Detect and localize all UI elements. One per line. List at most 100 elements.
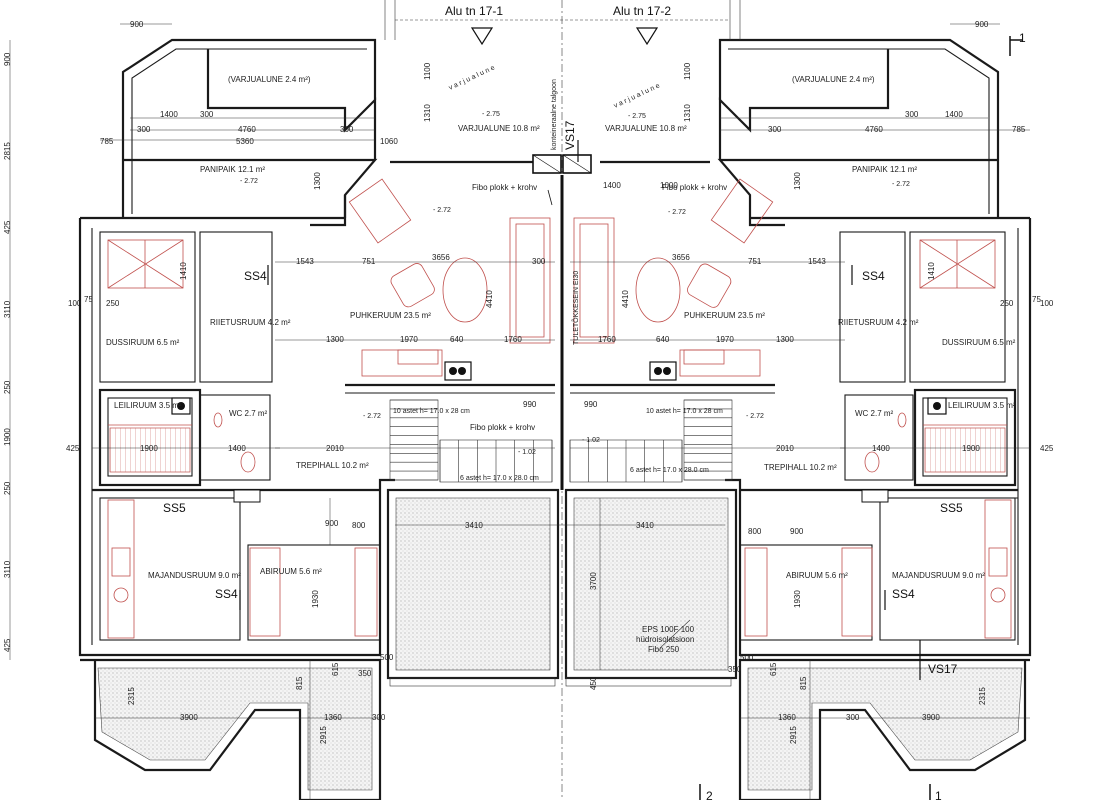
dim-left-side: 900 — [3, 52, 12, 66]
dim-label: 300 — [768, 125, 782, 134]
dim-label: 1300 — [313, 172, 322, 190]
dim-label: 900 — [975, 20, 989, 29]
dim-label: 3656 — [432, 253, 450, 262]
dim-label: 785 — [100, 137, 114, 146]
tag-ss4: SS4 — [215, 587, 238, 601]
room-riietusruum-left: RIIETUSRUUM 4.2 m² — [210, 318, 291, 327]
dim-label: 1970 — [716, 335, 734, 344]
dim-label: 1000 — [660, 181, 678, 190]
dim-label: 640 — [450, 335, 464, 344]
dim-left-side: 3110 — [3, 560, 12, 578]
note-fibo-2: Fibo plokk + krohv — [662, 183, 727, 192]
dim-label: 1760 — [598, 335, 616, 344]
note-varjualune-left: v a r j u a l u n e — [448, 64, 496, 91]
dim-label: 500 — [380, 653, 394, 662]
room-puhkeruum-left: PUHKERUUM 23.5 m² — [350, 311, 431, 320]
dim-label: 3656 — [672, 253, 690, 262]
dim-label: 1100 — [423, 62, 432, 80]
dim-label: 1310 — [423, 104, 432, 122]
dim-label: 350 — [728, 665, 742, 674]
dim-label: 900 — [325, 519, 339, 528]
tag-ss5: SS5 — [163, 501, 186, 515]
dim-label: 800 — [748, 527, 762, 536]
rooms-right: (VARJUALUNE 2.4 m²) VARJUALUNE 10.8 m² P… — [605, 75, 1016, 580]
dimension-lines — [9, 0, 1030, 800]
dim-label: 250 — [1000, 299, 1014, 308]
dim-label: 3900 — [922, 713, 940, 722]
dim-label: 300 — [846, 713, 860, 722]
dim-label: 1410 — [927, 262, 936, 280]
dim-label: 1970 — [400, 335, 418, 344]
rooms-left: (VARJUALUNE 2.4 m²) VARJUALUNE 10.8 m² P… — [106, 75, 540, 580]
room-varjualune-small-right: (VARJUALUNE 2.4 m²) — [792, 75, 875, 84]
room-wc-right: WC 2.7 m² — [855, 409, 894, 418]
dim-label: 640 — [656, 335, 670, 344]
dim-label: 1900 — [140, 444, 158, 453]
note-eps: EPS 100F 100 — [642, 625, 695, 634]
dim-label: 1400 — [872, 444, 890, 453]
dim-label: 2315 — [127, 687, 136, 705]
dim-left-side: 425 — [3, 638, 12, 652]
tag-ss5: SS5 — [940, 501, 963, 515]
vs17-top-label: VS17 — [563, 120, 577, 150]
unit-left-title: Alu tn 17-1 — [445, 4, 503, 18]
dim-label: 5360 — [236, 137, 254, 146]
dim-left-side: 250 — [3, 380, 12, 394]
dim-label: 615 — [331, 662, 340, 676]
level-mark: - 2.75 — [628, 113, 646, 120]
dim-label: 990 — [584, 400, 598, 409]
dim-label: 4410 — [621, 290, 630, 308]
dim-label: 1543 — [808, 257, 826, 266]
dim-label: 815 — [295, 676, 304, 690]
room-panipaik-right: PANIPAIK 12.1 m² — [852, 165, 917, 174]
room-riietusruum-right: RIIETUSRUUM 4.2 m² — [838, 318, 919, 327]
dim-label: 300 — [372, 713, 386, 722]
dim-label: 300 — [905, 110, 919, 119]
room-majandusruum-left: MAJANDUSRUUM 9.0 m² — [148, 571, 241, 580]
titles: Alu tn 17-1 Alu tn 17-2 1 1 2 — [445, 4, 1026, 800]
dim-left-side: 2815 — [3, 142, 12, 160]
stairs — [108, 399, 1007, 482]
room-panipaik-left: PANIPAIK 12.1 m² — [200, 165, 265, 174]
level-mark: - 2.72 — [746, 413, 764, 420]
dim-label: 100 — [1040, 299, 1054, 308]
level-mark: - 2.72 — [240, 178, 258, 185]
dim-label: 425 — [1040, 444, 1054, 453]
dim-label: 1360 — [324, 713, 342, 722]
room-varjualune-right: VARJUALUNE 10.8 m² — [605, 124, 687, 133]
dim-label: 4760 — [865, 125, 883, 134]
level-mark: - 2.72 — [892, 181, 910, 188]
firewall-label: TULETÕKKESEIN EI30 — [571, 271, 580, 345]
level-mark: - 2.75 — [482, 111, 500, 118]
dim-label: 4760 — [238, 125, 256, 134]
room-abiruum-right: ABIRUUM 5.6 m² — [786, 571, 848, 580]
dim-label: 1410 — [179, 262, 188, 280]
note-stairs-left-2: 6 astet h= 17.0 x 28.0 cm — [460, 475, 539, 482]
dim-label: 300 — [200, 110, 214, 119]
dim-label: 300 — [340, 125, 354, 134]
section-mark-1-bottom: 1 — [935, 789, 942, 800]
dim-label: 1543 — [296, 257, 314, 266]
dim-label: 1060 — [380, 137, 398, 146]
note-stairs-right-1: 10 astet h= 17.0 x 28 cm — [646, 408, 723, 415]
unit-right-title: Alu tn 17-2 — [613, 4, 671, 18]
dim-label: 75 — [1032, 295, 1041, 304]
room-abiruum-left: ABIRUUM 5.6 m² — [260, 567, 322, 576]
dim-label: 350 — [358, 669, 372, 678]
dim-label: 1400 — [945, 110, 963, 119]
dim-label: 3410 — [465, 521, 483, 530]
note-fibo-3: Fibo plokk + krohv — [470, 423, 535, 432]
dim-label: 2010 — [326, 444, 344, 453]
dims: 900 900 1400 300 300 4760 300 5360 785 1… — [66, 20, 1054, 744]
dim-label: 1760 — [504, 335, 522, 344]
dim-label: 1300 — [793, 172, 802, 190]
wall-labels: VS17 VS17 TULETÕKKESEIN EI30 konteineraa… — [551, 79, 958, 676]
dim-label: 1930 — [311, 590, 320, 608]
dim-label: 2315 — [978, 687, 987, 705]
note-varjualune-right: v a r j u a l u n e — [613, 82, 661, 109]
dim-label: 300 — [137, 125, 151, 134]
dim-label: 1100 — [683, 62, 692, 80]
dim-label: 250 — [106, 299, 120, 308]
tag-ss4: SS4 — [892, 587, 915, 601]
